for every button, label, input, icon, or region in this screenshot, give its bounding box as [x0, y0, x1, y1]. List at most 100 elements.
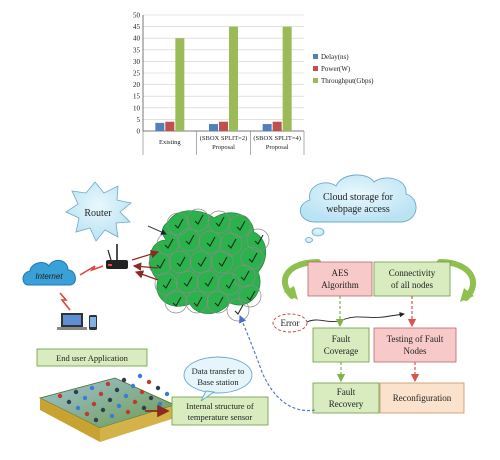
- wireless-link-bolt: [59, 292, 71, 311]
- chip-cell: [66, 399, 72, 405]
- internet-cloud-icon: Internet: [22, 259, 76, 286]
- sensor-node-mark: [174, 218, 184, 229]
- chart-gridlines: [143, 14, 304, 132]
- sensor-node-mark: [218, 256, 228, 267]
- cloud-storage-label-line2: webpage access: [326, 204, 390, 215]
- chart-y-tick-label: 10: [133, 104, 141, 112]
- sensor-node-mark: [254, 234, 264, 245]
- chip-cell: [107, 397, 113, 403]
- sensor-node-range: [196, 270, 220, 294]
- error-label: Error: [281, 318, 300, 328]
- fault-coverage-box: [312, 327, 370, 363]
- internal-structure-label-line2: temperature sensor: [188, 412, 253, 422]
- chart-category-label: (SBOX SPLIT=4): [253, 135, 301, 142]
- cloud-storage-label-line1: Cloud storage for: [323, 192, 394, 203]
- loop-arrow-right-head: [460, 288, 474, 302]
- chart-category-label: (SBOX SPLIT=2): [200, 135, 248, 142]
- sensor-node-range: [154, 272, 178, 296]
- chart-category-label: Existing: [159, 139, 181, 146]
- chart-bar: [219, 121, 228, 131]
- sensor-node-range: [168, 250, 192, 274]
- chart-legend-label: Throughput(Gbps): [321, 77, 374, 85]
- internet-label: Internet: [35, 272, 63, 281]
- sensor-node-mark: [225, 278, 235, 289]
- chip-cell: [137, 373, 143, 379]
- sensor-node-mark: [236, 220, 246, 231]
- chip-cell: [98, 391, 104, 397]
- chart-category-label: Proposal: [266, 144, 289, 151]
- chip-cell: [148, 395, 154, 401]
- fault-recovery-box: [312, 382, 380, 414]
- network-to-router-arrow: [132, 262, 159, 271]
- chip-cell: [123, 393, 129, 399]
- chart-category-label: Proposal: [212, 144, 235, 151]
- fault-recovery-label-line2: Recovery: [329, 399, 364, 409]
- sensor-node-mark: [240, 270, 250, 281]
- sensor-node-mark: [204, 276, 214, 287]
- chart-bar: [165, 121, 175, 131]
- chart-legend-swatch: [313, 78, 318, 83]
- error-ellipse: [272, 313, 308, 333]
- sensor-node-mark: [164, 238, 174, 249]
- sensor-node-range: [228, 214, 252, 238]
- fault-coverage-label-line1: Fault: [332, 334, 351, 344]
- chip-cell: [141, 405, 147, 411]
- chart-bars: [155, 26, 292, 132]
- recovery-to-base-arrow: [239, 314, 316, 412]
- chip-cell: [93, 417, 99, 423]
- chart-bar: [155, 122, 165, 131]
- internal-structure-box: [171, 396, 269, 426]
- chart-legend-label: Delay(ns): [321, 53, 349, 61]
- sensor-node-range: [185, 290, 209, 314]
- sensor-node-mark: [246, 290, 256, 301]
- error-signal-line: [306, 311, 405, 323]
- router-burst-shape: [65, 181, 132, 242]
- chart-y-tick-label: 20: [133, 81, 141, 89]
- chip-cell: [146, 379, 152, 385]
- chart-y-tick-label: 0: [137, 128, 141, 136]
- sensor-node-mark: [183, 276, 193, 287]
- chart-y-tick-label: 50: [133, 12, 141, 20]
- chip-cell: [89, 385, 95, 391]
- aes-label-line1: AES: [331, 268, 348, 278]
- wireless-link-bolt: [79, 265, 104, 276]
- connectivity-box: [373, 261, 451, 297]
- chip-cell: [132, 399, 138, 405]
- chip-cell: [82, 395, 88, 401]
- data-transfer-bubble: Data transfer to Base station: [183, 356, 253, 402]
- chip-cell: [75, 405, 81, 411]
- chart-legend-swatch: [313, 66, 318, 71]
- end-user-box: [36, 348, 148, 367]
- chip-cell: [84, 411, 90, 417]
- sensor-node-range: [246, 228, 270, 252]
- sensor-node-range: [217, 272, 241, 296]
- sensor-node-mark: [162, 278, 172, 289]
- cloud-storage-shape: [300, 174, 417, 223]
- sensor-node-mark: [214, 296, 224, 307]
- chip-cell: [73, 389, 79, 395]
- chip-cell: [164, 391, 170, 397]
- router-burst: Router: [65, 181, 132, 242]
- cloud-storage: Cloud storage for webpage access: [300, 174, 417, 243]
- chart-y-tick-label: 40: [133, 35, 141, 43]
- data-transfer-label-line1: Data transfer to: [192, 366, 245, 376]
- chip-cell: [91, 401, 97, 407]
- chart-category-labels: Existing (SBOX SPLIT=2) Proposal (SBOX SPLI…: [142, 131, 305, 155]
- chip-cell: [116, 403, 122, 409]
- chart-y-tick-label: 30: [133, 58, 141, 66]
- sensor-node-range: [166, 212, 190, 236]
- aes-label-line2: Algorithm: [321, 280, 359, 290]
- sensor-node-range: [198, 230, 222, 254]
- chip-cell: [125, 409, 131, 415]
- end-user-label: End user Application: [56, 353, 129, 363]
- network-incoming-arrow: [147, 225, 167, 235]
- sensor-node-range: [226, 298, 250, 322]
- reconfiguration-box: [379, 382, 465, 414]
- sensor-node-range: [210, 250, 234, 274]
- reconfiguration-label: Reconfiguration: [393, 393, 452, 403]
- sensor-node-range: [186, 208, 210, 232]
- router-device-icon: [106, 244, 128, 269]
- chip-cell: [130, 383, 136, 389]
- sensor-node-mark: [248, 252, 258, 263]
